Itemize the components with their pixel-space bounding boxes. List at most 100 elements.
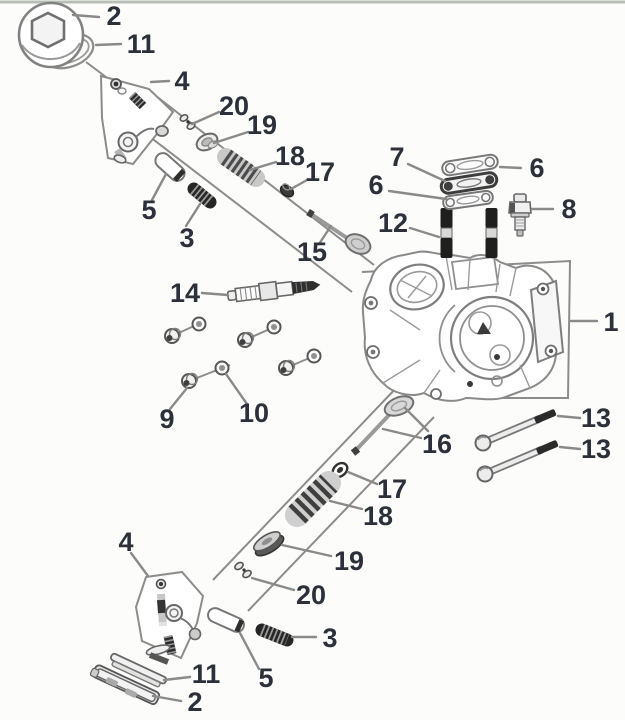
leader-line-17 bbox=[346, 470, 379, 486]
callout-label-15: 15 bbox=[297, 237, 327, 267]
callout-label-1: 1 bbox=[603, 307, 618, 337]
callout-label-2: 2 bbox=[106, 1, 121, 31]
part-5-pin-bottom bbox=[207, 607, 245, 633]
leader-line-6 bbox=[387, 189, 448, 201]
callout-label-6: 6 bbox=[368, 170, 383, 200]
callout-label-14: 14 bbox=[170, 278, 200, 308]
part-16-valve bbox=[350, 395, 415, 456]
leader-line-16 bbox=[381, 427, 423, 440]
leader-line-6 bbox=[498, 165, 523, 170]
nut-washer-sets bbox=[164, 316, 322, 389]
callout-label-6: 6 bbox=[529, 153, 544, 183]
nut-washer-set bbox=[237, 319, 282, 348]
leader-line-5 bbox=[150, 172, 168, 202]
leader-line-2 bbox=[71, 13, 101, 19]
leader-line-19 bbox=[280, 543, 333, 558]
callout-label-20: 20 bbox=[219, 91, 249, 121]
part-13-bolt-lower bbox=[476, 440, 559, 483]
leader-line-4 bbox=[129, 551, 150, 578]
part-5-pin-top bbox=[154, 152, 186, 182]
leader-line-13 bbox=[558, 445, 582, 451]
part-6-gasket-bottom bbox=[442, 189, 494, 211]
leader-line-12 bbox=[408, 226, 441, 239]
callout-label-12: 12 bbox=[378, 208, 408, 238]
part-18-spring-bottom bbox=[285, 471, 341, 527]
nut-washer-set bbox=[164, 316, 207, 344]
callout-label-8: 8 bbox=[561, 194, 576, 224]
part-18-spring-top bbox=[217, 148, 265, 187]
leader-line-19 bbox=[212, 130, 250, 145]
callout-label-11: 11 bbox=[192, 659, 221, 689]
part-4-bracket-bottom bbox=[134, 570, 205, 665]
callout-label-17: 17 bbox=[305, 157, 335, 187]
part-3-spring-bottom bbox=[255, 623, 294, 647]
cam-chain-opening bbox=[389, 263, 445, 311]
part-20-collets-bottom bbox=[234, 561, 252, 579]
callout-label-18: 18 bbox=[275, 141, 305, 171]
callout-label-9: 9 bbox=[159, 404, 174, 434]
part-3-spring-top bbox=[187, 182, 217, 209]
cam-tower bbox=[450, 256, 500, 290]
part-19-retainer-top bbox=[195, 132, 219, 152]
leader-line-17 bbox=[289, 178, 309, 191]
exploded-axis-band-bottom bbox=[212, 384, 435, 612]
callout-label-13: 13 bbox=[581, 434, 611, 464]
rocker-arm bbox=[117, 131, 139, 153]
callout-label-2: 2 bbox=[187, 687, 202, 717]
leader-line-14 bbox=[200, 291, 230, 297]
part-17-seal-top bbox=[279, 183, 295, 198]
part-7-gasket bbox=[439, 171, 499, 195]
leader-line-5 bbox=[238, 631, 261, 671]
callout-label-16: 16 bbox=[422, 429, 452, 459]
part-20-collets-top bbox=[179, 114, 196, 130]
callout-label-19: 19 bbox=[247, 110, 277, 140]
leader-line-9 bbox=[168, 386, 189, 411]
leader-line-18 bbox=[328, 499, 364, 511]
part-19-retainer-bottom bbox=[253, 531, 285, 557]
callout-label-11: 11 bbox=[127, 29, 156, 59]
leader-line-7 bbox=[406, 162, 447, 183]
part-6-gasket-top bbox=[441, 153, 499, 177]
leader-line-13 bbox=[556, 414, 582, 420]
leader-line-16 bbox=[403, 406, 430, 433]
leader-line-4 bbox=[149, 79, 171, 84]
callout-label-5: 5 bbox=[141, 195, 156, 225]
leader-line-3 bbox=[184, 202, 202, 228]
part-4-bracket-top bbox=[99, 74, 175, 166]
callout-label-3: 3 bbox=[322, 623, 337, 653]
callout-label-19: 19 bbox=[334, 546, 364, 576]
part-14-spark-plug bbox=[226, 280, 321, 303]
leader-line-10 bbox=[224, 372, 249, 406]
part-2-cap bbox=[17, 1, 85, 69]
callout-label-10: 10 bbox=[239, 398, 269, 428]
axis-line-cap-to-bracket bbox=[85, 61, 107, 78]
exhaust-flange bbox=[529, 279, 565, 364]
part-13-bolt-upper bbox=[474, 409, 557, 452]
callout-label-4: 4 bbox=[118, 527, 133, 557]
part-11-gasket-bottom bbox=[110, 652, 168, 688]
callout-label-18: 18 bbox=[363, 501, 393, 531]
callout-label-3: 3 bbox=[179, 223, 194, 253]
part-12-studs bbox=[440, 208, 498, 258]
leader-line-18 bbox=[248, 160, 278, 172]
part-2-cover-bottom bbox=[89, 664, 161, 706]
callout-label-7: 7 bbox=[389, 142, 404, 172]
callout-label-17: 17 bbox=[377, 474, 407, 504]
part-1-cylinder-head bbox=[361, 250, 565, 402]
leader-line-11 bbox=[94, 42, 123, 47]
callout-label-5: 5 bbox=[258, 663, 273, 693]
leader-line-15 bbox=[317, 224, 333, 246]
part-9-cap-nut bbox=[181, 373, 197, 389]
leader-line-20 bbox=[250, 576, 296, 592]
callout-label-20: 20 bbox=[296, 580, 326, 610]
nut-washer-set bbox=[278, 348, 322, 376]
leader-line-2 bbox=[151, 694, 183, 703]
callout-label-13: 13 bbox=[581, 403, 611, 433]
part-8-sensor-bolt bbox=[508, 193, 532, 237]
leader-line-20 bbox=[190, 110, 221, 126]
callout-label-4: 4 bbox=[174, 66, 189, 96]
nut-washer-set-9-10 bbox=[181, 360, 231, 389]
